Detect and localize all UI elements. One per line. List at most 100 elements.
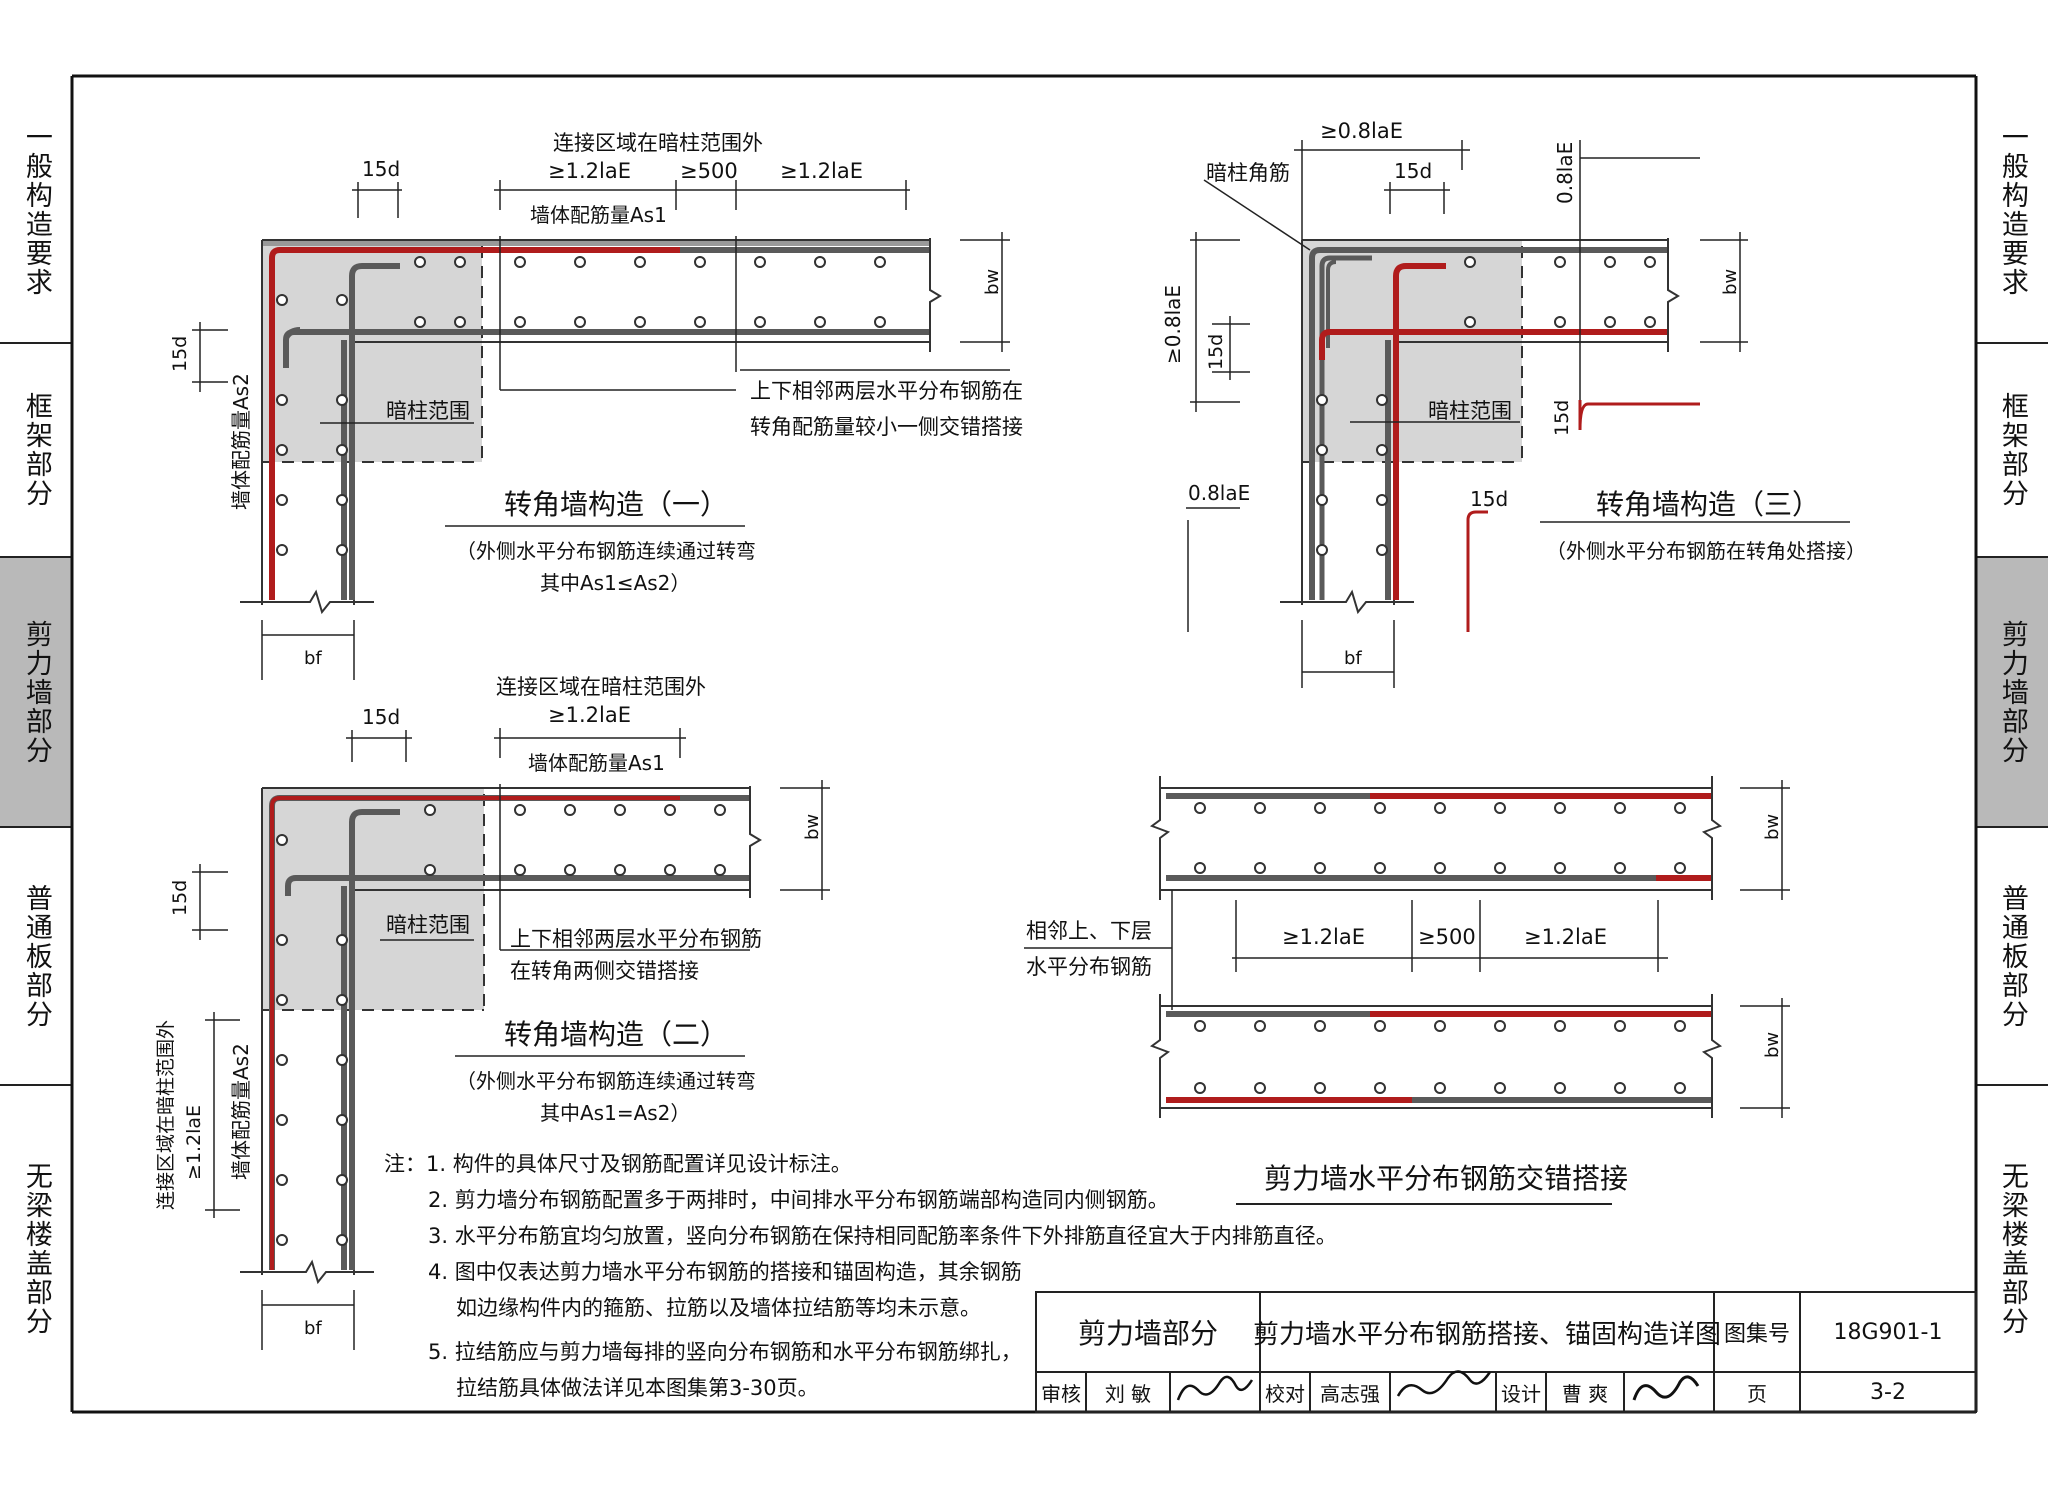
title-block-drawing-title: 剪力墙水平分布钢筋搭接、锚固构造详图	[1253, 1319, 1722, 1350]
fig3-dim-bw: bw	[1720, 269, 1741, 295]
side-tab-general-right[interactable]: 一般构造要求	[1976, 78, 2048, 344]
title-block-atlas-no: 18G901-1	[1833, 1319, 1943, 1345]
title-block-atlas-label: 图集号	[1723, 1322, 1790, 1347]
fig1-zone-note: 连接区域在暗柱范围外	[553, 131, 763, 155]
title-block-design-label: 设计	[1501, 1381, 1541, 1406]
side-tab-slab[interactable]: 普通板部分	[0, 828, 72, 1086]
fig3-sub1: （外侧水平分布钢筋在转角处搭接）	[1546, 539, 1866, 563]
title-block-checker: 高志强	[1320, 1381, 1380, 1406]
outer-rebar-red	[1319, 329, 1668, 360]
title-block-page-no: 3-2	[1870, 1379, 1906, 1405]
fig3-detail-08-b: 0.8laE	[1553, 142, 1577, 204]
outer-rebar-red	[1393, 263, 1446, 600]
side-tab-frame-right[interactable]: 框架部分	[1976, 344, 2048, 558]
fig2-label-vlap: ≥1.2laE	[183, 1105, 205, 1180]
side-tab-label: 无梁楼盖部分	[20, 1162, 52, 1336]
note-5: 5. 拉结筋应与剪力墙每排的竖向分布钢筋和水平分布钢筋绑扎，	[428, 1340, 1022, 1364]
column-zone-shade	[1302, 240, 1522, 462]
fig4-label1: 相邻上、下层	[1026, 919, 1152, 943]
fig4-dim-bw1: bw	[1762, 814, 1783, 840]
side-tab-label: 普通板部分	[20, 883, 52, 1029]
fig1-title: 转角墙构造（一）	[504, 488, 728, 521]
fig3-detail-08: 0.8laE	[1188, 481, 1250, 505]
side-tab-label: 框架部分	[20, 392, 52, 508]
fig4-label2: 水平分布钢筋	[1026, 955, 1152, 979]
fig1-label-as1: 墙体配筋量As1	[530, 203, 667, 227]
column-zone-shade	[262, 240, 482, 462]
side-tab-frame[interactable]: 框架部分	[0, 344, 72, 558]
title-block-review-label: 审核	[1041, 1381, 1081, 1406]
corner-wall-detail-1: 连接区域在暗柱范围外 ≥1.2laE ≥500 ≥1.2laE 15d 墙体配筋…	[169, 131, 1023, 680]
fig4-dim-gap: ≥500	[1418, 925, 1476, 949]
fig2-label-column: 暗柱范围	[386, 913, 470, 937]
fig1-sub1: （外侧水平分布钢筋连续通过转弯	[456, 539, 756, 563]
corner-wall-detail-3: ≥0.8laE 15d ≥0.8laE 15d 暗柱角筋 暗柱范围 0.8laE…	[1161, 119, 1866, 688]
fig2-dim-bf: bf	[304, 1318, 322, 1339]
fig2-zone-note: 连接区域在暗柱范围外	[496, 675, 706, 699]
side-tab-shear-wall[interactable]: 剪力墙部分	[0, 558, 72, 828]
title-block-reviewer: 刘 敏	[1104, 1381, 1152, 1406]
fig3-dim-top: ≥0.8laE	[1320, 119, 1403, 143]
title-block-designer: 曹 爽	[1561, 1381, 1609, 1406]
fig4-dim-bw2: bw	[1762, 1032, 1783, 1058]
fig4-dim-lap2: ≥1.2laE	[1524, 925, 1607, 949]
side-tab-shear-wall-right[interactable]: 剪力墙部分	[1976, 558, 2048, 828]
fig2-sub1: （外侧水平分布钢筋连续通过转弯	[456, 1069, 756, 1093]
fig1-label-column: 暗柱范围	[386, 399, 470, 423]
title-block-page-label: 页	[1747, 1381, 1767, 1406]
fig2-label-as2: 墙体配筋量As2	[229, 1043, 253, 1180]
fig1-label-as2: 墙体配筋量As2	[229, 373, 253, 510]
side-tab-label: 一般构造要求	[20, 123, 52, 297]
side-tab-label: 剪力墙部分	[1996, 619, 2028, 765]
fig2-label-stagger1: 上下相邻两层水平分布钢筋	[510, 927, 762, 951]
note-5-cont: 拉结筋具体做法详见本图集第3-30页。	[456, 1376, 819, 1400]
fig2-dim-lap: ≥1.2laE	[548, 703, 631, 727]
column-zone-shade	[262, 788, 484, 1010]
side-tab-label: 框架部分	[1996, 392, 2028, 508]
fig3-label-corner: 暗柱角筋	[1206, 161, 1290, 185]
note-3: 3. 水平分布筋宜均匀放置，竖向分布钢筋在保持相同配筋率条件下外排筋直径宜大于内…	[428, 1224, 1337, 1248]
side-tab-label: 无梁楼盖部分	[1996, 1162, 2028, 1336]
side-tab-flat-slab-right[interactable]: 无梁楼盖部分	[1976, 1086, 2048, 1412]
outer-rebar-red	[270, 796, 680, 1270]
fig1-sub2: 其中As1≤As2）	[540, 571, 690, 595]
fig4-title: 剪力墙水平分布钢筋交错搭接	[1264, 1162, 1628, 1195]
title-block-grid	[1035, 1291, 1977, 1413]
fig2-title: 转角墙构造（二）	[504, 1018, 728, 1051]
fig1-dim-lap2: ≥1.2laE	[780, 159, 863, 183]
fig1-label-stagger2: 转角配筋量较小一侧交错搭接	[750, 415, 1023, 439]
fig3-label-column: 暗柱范围	[1428, 399, 1512, 423]
fig3-title: 转角墙构造（三）	[1596, 488, 1820, 521]
note-2: 2. 剪力墙分布钢筋配置多于两排时，中间排水平分布钢筋端部构造同内侧钢筋。	[428, 1188, 1169, 1212]
fig2-dim-15d-left: 15d	[169, 880, 191, 916]
side-tab-flat-slab[interactable]: 无梁楼盖部分	[0, 1086, 72, 1412]
corner-wall-detail-2: 连接区域在暗柱范围外 ≥1.2laE 15d 墙体配筋量As1 15d 墙体配筋…	[155, 675, 830, 1350]
side-tab-label: 普通板部分	[1996, 883, 2028, 1029]
title-block-check-label: 校对	[1265, 1381, 1305, 1406]
side-tab-label: 一般构造要求	[1996, 123, 2028, 297]
fig4-dim-lap1: ≥1.2laE	[1282, 925, 1365, 949]
side-tab-general[interactable]: 一般构造要求	[0, 78, 72, 344]
fig3-dim-left: ≥0.8laE	[1161, 285, 1185, 364]
side-tab-slab-right[interactable]: 普通板部分	[1976, 828, 2048, 1086]
fig1-dim-15d-left: 15d	[169, 336, 191, 372]
fig3-detail-15d-a: 15d	[1470, 487, 1508, 511]
fig1-dim-gap: ≥500	[680, 159, 738, 183]
staggered-lap-detail: 相邻上、下层 水平分布钢筋 ≥1.2laE ≥500 ≥1.2laE bw bw…	[1024, 776, 1790, 1205]
fig2-sub2: 其中As1=As2）	[540, 1101, 690, 1125]
fig1-dim-15d-top: 15d	[362, 157, 400, 181]
fig1-label-stagger1: 上下相邻两层水平分布钢筋在	[750, 379, 1023, 403]
fig3-dim-15d-left: 15d	[1205, 334, 1227, 370]
fig3-detail-15d-b: 15d	[1551, 400, 1573, 436]
fig1-dim-bw: bw	[982, 269, 1003, 295]
fig2-label-vzone: 连接区域在暗柱范围外	[155, 1020, 177, 1210]
fig2-label-as1: 墙体配筋量As1	[528, 751, 665, 775]
outer-rebar-red	[269, 247, 680, 600]
note-4: 4. 图中仅表达剪力墙水平分布钢筋的搭接和锚固构造，其余钢筋	[428, 1260, 1022, 1284]
fig3-dim-bf: bf	[1344, 648, 1362, 669]
fig3-dim-15d-top: 15d	[1394, 159, 1432, 183]
fig2-dim-15d-top: 15d	[362, 705, 400, 729]
side-tab-label: 剪力墙部分	[20, 619, 52, 765]
